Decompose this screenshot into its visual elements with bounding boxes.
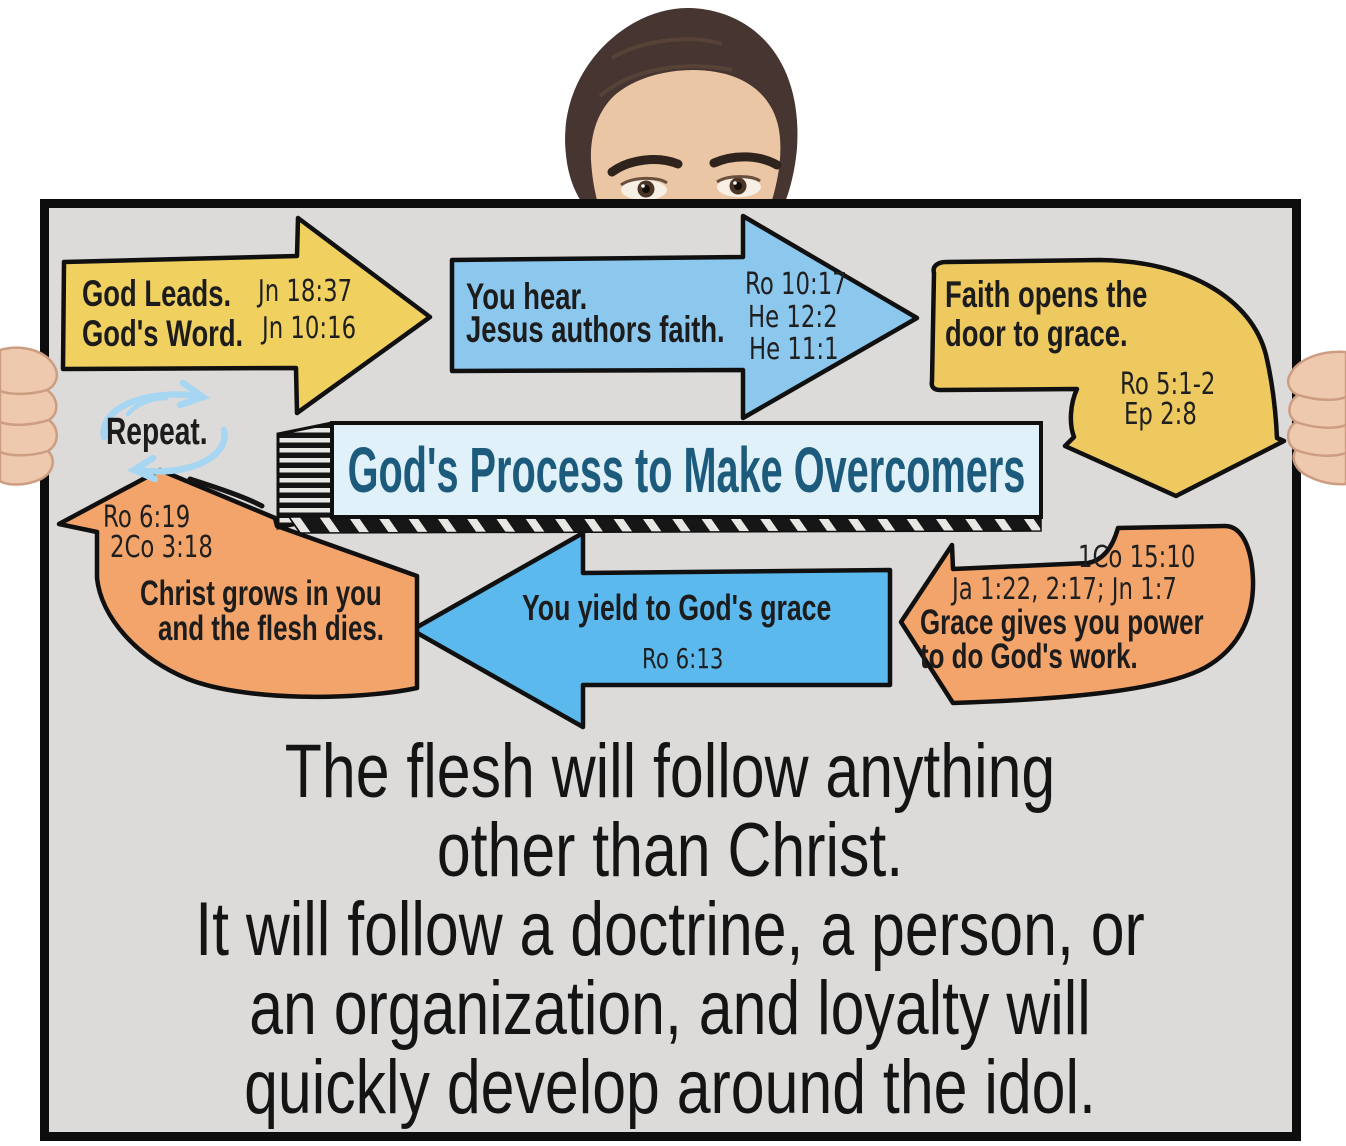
bottom-message-line: quickly develop around the idol. [244,1045,1096,1130]
you-hear-line1: You hear. [466,276,588,317]
bottom-message-line: The flesh will follow anything [284,729,1056,814]
arrow-you-hear [449,213,920,421]
you-hear-ref1: Ro 10:17 [745,267,847,302]
hair [565,7,798,207]
face [583,48,792,207]
hair-highlight [598,37,733,98]
arrow-faith-opens [929,257,1287,499]
title-banner: God's Process to Make Overcomers [332,423,1041,517]
you-yield-line1: You yield to God's grace [522,587,832,628]
banner-left-hatch [276,421,334,530]
bottom-message-line: an organization, and loyalty will [249,966,1091,1051]
god-leads-line1: God Leads. [82,273,232,314]
left-hand [0,346,59,486]
god-leads-line2: God's Word. [82,313,244,354]
grace-gives-line1: Grace gives you power [920,603,1204,642]
repeat-cycle-icon [100,379,228,483]
title-banner-text: God's Process to Make Overcomers [347,434,1026,506]
bottom-message: The flesh will follow anything other tha… [172,732,1167,1127]
faith-opens-line2: door to grace. [945,313,1128,354]
christ-grows-line1: Christ grows in you [140,574,382,613]
god-leads-ref1: Jn 18:37 [258,274,353,309]
man-head [565,7,798,207]
banner-box [330,421,1043,519]
arrow-you-yield [409,530,893,730]
christ-grows-ref2: 2Co 3:18 [110,530,213,565]
you-hear-line2: Jesus authors faith. [466,309,725,350]
left-eyebrow [607,155,683,177]
you-yield-ref1: Ro 6:13 [642,642,724,675]
you-hear-ref2: He 12:2 [748,300,838,335]
grace-gives-ref1: 1Co 15:10 [1078,540,1196,575]
pen-stroke [187,476,265,509]
left-eye [620,176,668,200]
faith-opens-ref2: Ep 2:8 [1124,397,1197,432]
grace-gives-ref2: Ja 1:22, 2:17; Jn 1:7 [952,572,1177,607]
bottom-message-line: other than Christ. [436,808,904,893]
right-hand [1286,350,1346,486]
faith-opens-line1: Faith opens the [945,274,1148,315]
repeat-label: Repeat. [106,411,208,453]
christ-grows-line2: and the flesh dies. [158,609,384,648]
christ-grows-ref1: Ro 6:19 [103,500,191,535]
faith-opens-ref1: Ro 5:1-2 [1120,367,1216,402]
you-hear-ref3: He 11:1 [749,332,839,367]
arrow-god-leads [60,215,433,416]
bottom-message-line: It will follow a doctrine, a person, or [195,887,1145,972]
right-eyebrow [709,152,782,170]
arrow-grace-gives [898,523,1256,706]
grace-gives-line2: to do God's work. [920,637,1138,676]
right-eye [716,175,761,197]
arrow-christ-grows [56,467,420,700]
god-leads-ref2: Jn 10:16 [262,311,357,346]
